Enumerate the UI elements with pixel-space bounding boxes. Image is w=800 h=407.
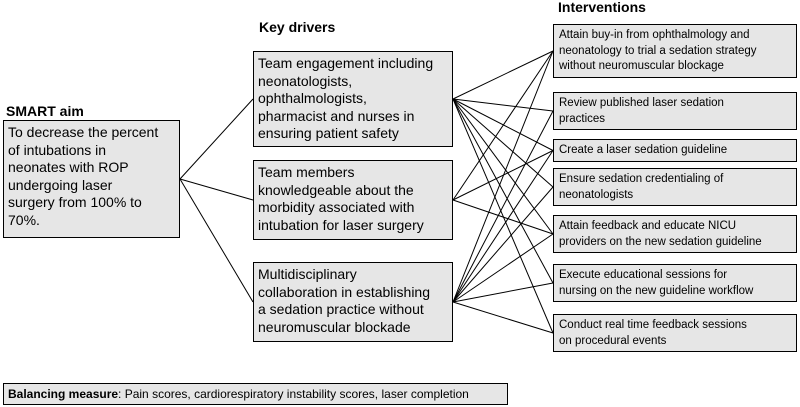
intervention-line: providers on the new sedation guideline: [559, 235, 762, 248]
key-driver-line: neonatologists,: [258, 72, 353, 89]
balancing-measure-box: Balancing measure: Pain scores, cardiore…: [3, 383, 508, 405]
smart-aim-line: undergoing laser: [8, 176, 113, 193]
intervention-5-box: Attain feedback and educate NICU provide…: [553, 215, 797, 253]
driver-2-to-intervention-5-line: [452, 199, 554, 235]
intervention-line: neonatology to trial a sedation strategy: [559, 44, 757, 57]
intervention-6-box: Execute educational sessions for nursing…: [553, 264, 797, 302]
key-driver-2-box: Team members knowledgeable about the mor…: [253, 160, 453, 240]
aim-to-driver-3-line: [179, 178, 254, 303]
intervention-line: Conduct real time feedback sessions: [559, 319, 747, 331]
key-driver-line: morbidity associated with: [258, 199, 415, 215]
intervention-line: neonatologists: [559, 188, 634, 201]
intervention-7-box: Conduct real time feedback sessions on p…: [553, 314, 797, 352]
driver-1-to-intervention-7-line: [452, 98, 554, 334]
smart-aim-heading: SMART aim: [6, 103, 84, 119]
smart-aim-line: To decrease the percent: [8, 124, 159, 140]
intervention-line: Attain buy-in from ophthalmology and: [559, 29, 750, 41]
driver-1-to-intervention-5-line: [452, 98, 554, 235]
intervention-line: Create a laser sedation guideline: [559, 144, 728, 156]
intervention-2-box: Review published laser sedation practice…: [553, 92, 797, 130]
driver-3-to-intervention-5-line: [452, 233, 554, 303]
key-driver-line: Team members: [258, 164, 355, 180]
key-driver-1-box: Team engagement including neonatologists…: [253, 51, 453, 147]
driver-3-to-intervention-3-line: [452, 150, 554, 303]
smart-aim-line: surgery from 100% to: [8, 194, 142, 210]
intervention-line: practices: [559, 112, 606, 125]
key-driver-line: knowledgeable about the: [258, 181, 414, 198]
key-driver-line: ophthalmologists,: [258, 90, 367, 106]
driver-1-to-intervention-1-line: [452, 50, 554, 100]
balancing-measure-text: : Pain scores, cardiorespiratory instabi…: [118, 387, 469, 401]
driver-3-to-intervention-7-line: [452, 301, 554, 334]
smart-aim-line: 70%.: [8, 211, 40, 228]
key-driver-line: neuromuscular blockade: [258, 318, 411, 335]
driver-1-to-intervention-4-line: [452, 98, 554, 188]
balancing-measure-label: Balancing measure: [8, 387, 119, 401]
intervention-line: Attain feedback and educate NICU: [559, 220, 737, 232]
aim-to-driver-1-line: [179, 98, 254, 180]
key-drivers-heading: Key drivers: [259, 19, 336, 35]
intervention-4-box: Ensure sedation credentialing of neonato…: [553, 168, 797, 206]
driver-1-to-intervention-2-line: [452, 98, 554, 112]
key-driver-line: a sedation practice without: [258, 301, 424, 317]
key-driver-line: Team engagement including: [258, 55, 434, 71]
interventions-heading: Interventions: [558, 0, 646, 15]
key-driver-line: Multidisciplinary: [258, 266, 357, 282]
driver-3-to-intervention-6-line: [452, 282, 554, 303]
intervention-line: on procedural events: [559, 334, 667, 347]
driver-3-to-intervention-1-line: [452, 50, 554, 303]
intervention-line: nursing on the new guideline workflow: [559, 284, 754, 297]
intervention-1-box: Attain buy-in from ophthalmology and neo…: [553, 24, 797, 78]
driver-2-to-intervention-1-line: [452, 50, 554, 201]
smart-aim-line: of intubations in: [8, 141, 107, 158]
key-driver-line: ensuring patient safety: [258, 125, 399, 141]
driver-3-to-intervention-2-line: [452, 110, 554, 303]
smart-aim-box: To decrease the percent of intubations i…: [3, 120, 180, 238]
key-driver-line: intubation for laser surgery: [258, 216, 424, 233]
key-driver-3-box: Multidisciplinary collaboration in estab…: [253, 262, 453, 342]
aim-to-driver-2-line: [179, 178, 254, 201]
intervention-3-box: Create a laser sedation guideline: [553, 139, 797, 162]
intervention-line: Ensure sedation credentialing of: [559, 173, 724, 185]
intervention-line: without neuromuscular blockage: [559, 60, 724, 72]
smart-aim-line: neonates with ROP: [8, 159, 129, 175]
intervention-line: Review published laser sedation: [559, 97, 724, 109]
key-driver-line: collaboration in establishing: [258, 283, 430, 300]
driver-1-to-intervention-6-line: [452, 98, 554, 284]
key-driver-line: pharmacist and nurses in: [258, 107, 415, 124]
driver-3-to-intervention-4-line: [452, 186, 554, 303]
intervention-line: Execute educational sessions for: [559, 269, 728, 281]
